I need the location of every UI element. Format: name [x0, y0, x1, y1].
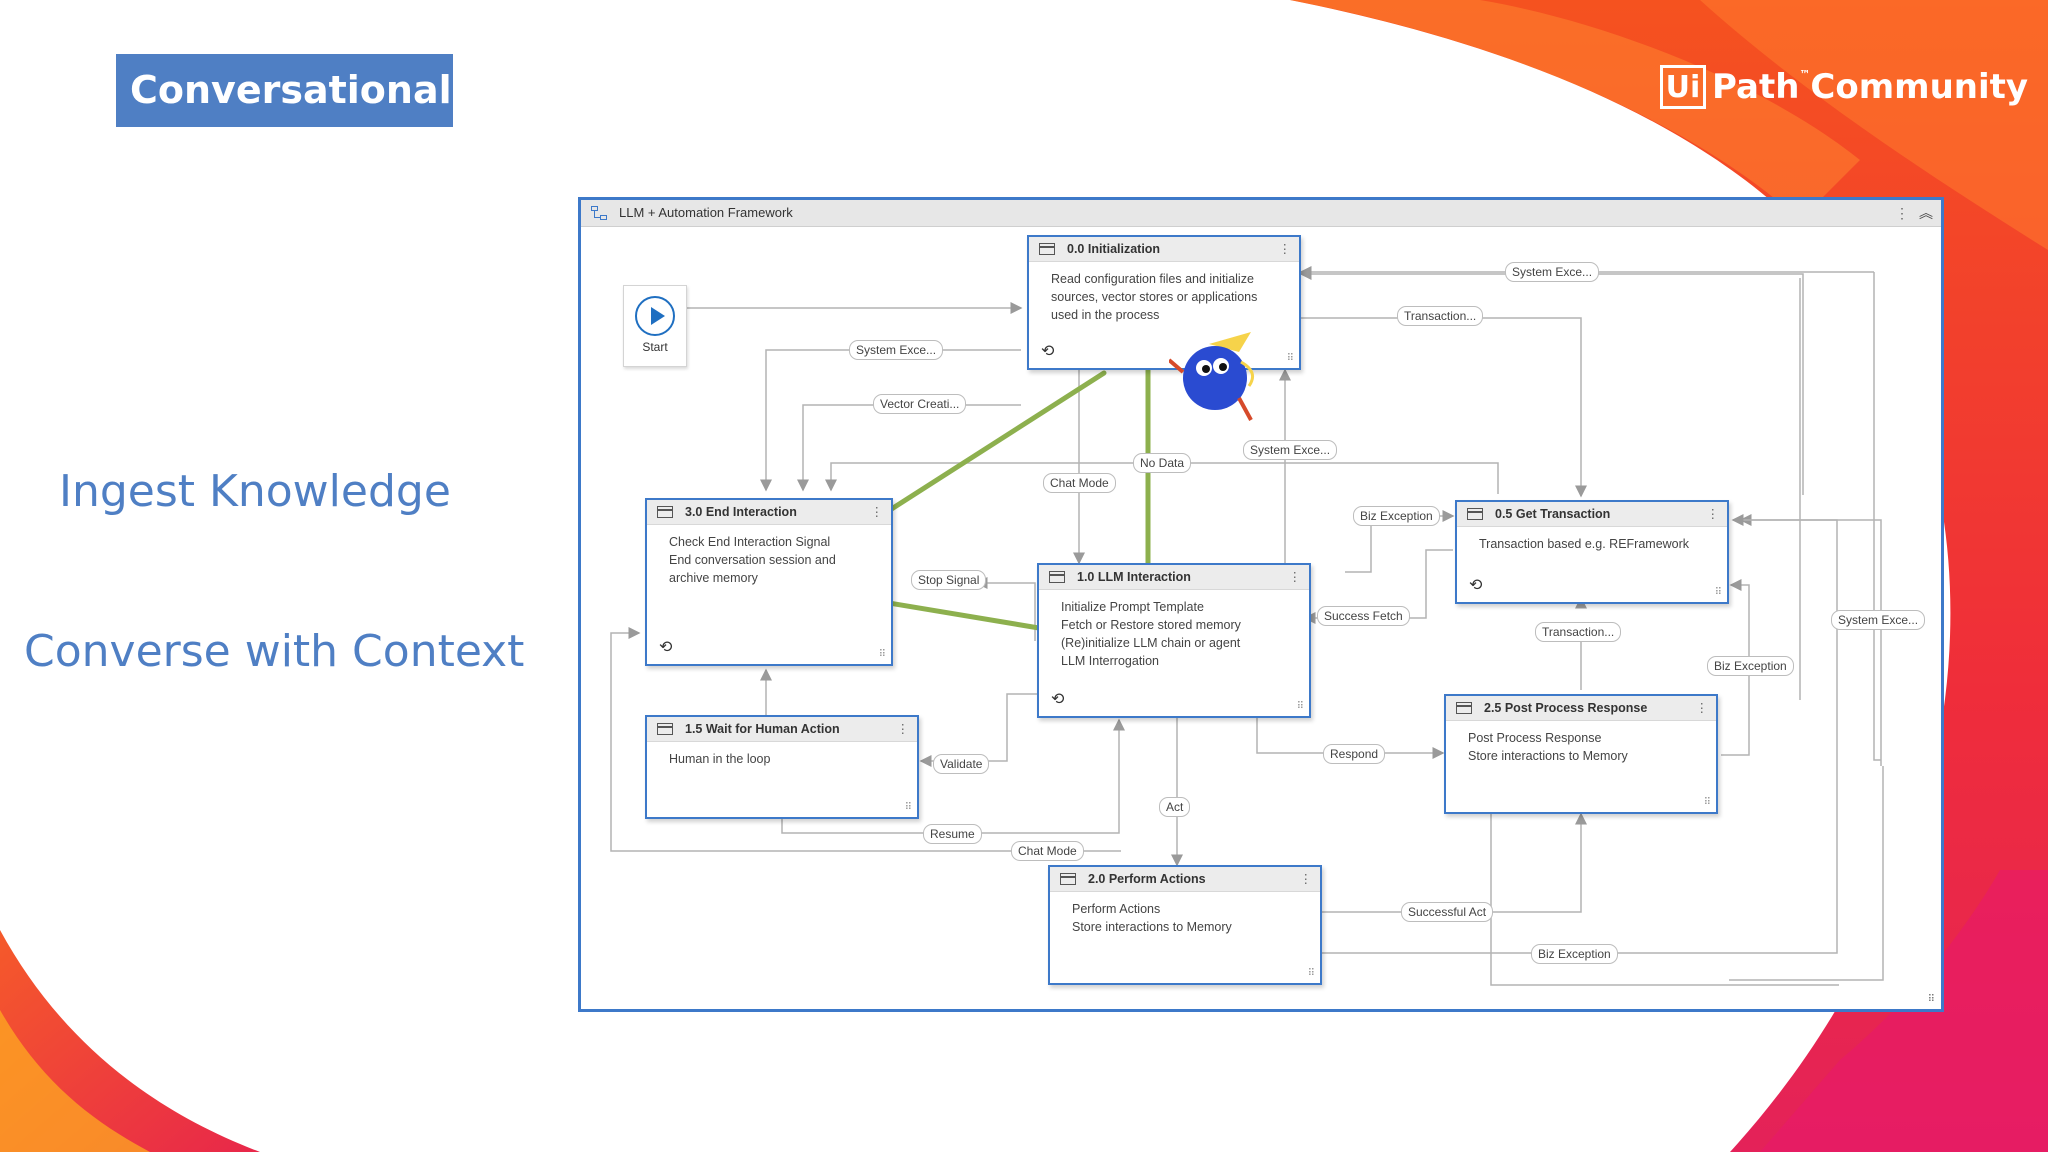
converse-context-text: Converse with Context: [24, 626, 525, 677]
edge-label[interactable]: Act: [1159, 797, 1191, 817]
node-initialization[interactable]: 0.0 Initialization ⋮ Read configuration f…: [1027, 235, 1301, 370]
node-title: 1.0 LLM Interaction: [1077, 570, 1191, 584]
node-desc-line: Read configuration files and initialize: [1051, 272, 1254, 286]
more-icon[interactable]: ⋮: [1706, 507, 1720, 521]
node-title: 2.5 Post Process Response: [1484, 701, 1648, 715]
workflow-icon: [1456, 702, 1472, 714]
start-label: Start: [642, 340, 668, 354]
workflow-diagram: LLM + Automation Framework ⋮ ︽: [578, 197, 1944, 1012]
node-desc-line: Initialize Prompt Template: [1061, 600, 1204, 614]
node-llm-interaction[interactable]: 1.0 LLM Interaction ⋮ Initialize Prompt T…: [1037, 563, 1311, 718]
diagram-header: LLM + Automation Framework ⋮ ︽: [581, 200, 1941, 227]
edge-label[interactable]: Chat Mode: [1043, 473, 1116, 493]
node-title: 0.5 Get Transaction: [1495, 507, 1611, 521]
more-options-icon[interactable]: ⋮: [1895, 205, 1909, 221]
logo-text-community: Community: [1810, 67, 2029, 107]
edge-label[interactable]: Biz Exception: [1531, 944, 1618, 964]
node-desc-line: Store interactions to Memory: [1072, 920, 1232, 934]
canvas-resize-icon[interactable]: ⠿: [1927, 994, 1935, 1005]
more-icon[interactable]: ⋮: [1695, 701, 1709, 715]
logo-text: Path: [1712, 67, 1800, 107]
resize-grip-icon[interactable]: ⠿: [878, 649, 886, 660]
robot-mascot-icon: [1169, 332, 1255, 421]
node-title: 0.0 Initialization: [1067, 242, 1161, 256]
more-icon[interactable]: ⋮: [896, 722, 910, 736]
more-icon[interactable]: ⋮: [1288, 570, 1302, 584]
loop-icon: ⟲: [1051, 691, 1065, 708]
more-icon[interactable]: ⋮: [1278, 242, 1292, 256]
edge-label[interactable]: Resume: [923, 824, 982, 844]
node-desc-line: Perform Actions: [1072, 902, 1161, 916]
logo-trademark: ™: [1799, 68, 1811, 81]
node-desc-line: archive memory: [669, 571, 758, 585]
ingest-knowledge-text: Ingest Knowledge: [59, 466, 451, 517]
flowchart-icon: [591, 206, 607, 220]
node-post-process-response[interactable]: 2.5 Post Process Response ⋮ Post Process …: [1444, 694, 1718, 814]
resize-grip-icon[interactable]: ⠿: [1714, 587, 1722, 598]
node-desc-line: Fetch or Restore stored memory: [1061, 618, 1241, 632]
edge-label[interactable]: System Exce...: [1505, 262, 1600, 282]
edge-label[interactable]: Success Fetch: [1317, 606, 1410, 626]
edge-label[interactable]: No Data: [1133, 453, 1192, 473]
edge-label[interactable]: System Exce...: [1831, 610, 1926, 630]
node-desc-line: Store interactions to Memory: [1468, 749, 1628, 763]
edge-label[interactable]: Successful Act: [1401, 902, 1494, 922]
logo-mark: Ui: [1660, 65, 1706, 109]
edge-label[interactable]: Transaction...: [1535, 622, 1622, 642]
node-wait-human-action[interactable]: 1.5 Wait for Human Action ⋮ Human in the …: [645, 715, 919, 819]
node-end-interaction[interactable]: 3.0 End Interaction ⋮ Check End Interacti…: [645, 498, 893, 666]
loop-icon: ⟲: [659, 639, 673, 656]
loop-icon: ⟲: [1041, 343, 1055, 360]
node-title: 3.0 End Interaction: [685, 505, 797, 519]
workflow-icon: [1039, 243, 1055, 255]
node-title: 2.0 Perform Actions: [1088, 872, 1206, 886]
edge-label[interactable]: Biz Exception: [1353, 506, 1440, 526]
node-desc-line: sources, vector stores or applications: [1051, 290, 1258, 304]
resize-grip-icon[interactable]: ⠿: [904, 802, 912, 813]
more-icon[interactable]: ⋮: [1299, 872, 1313, 886]
collapse-icon[interactable]: ︽: [1919, 205, 1933, 221]
node-desc-line: End conversation session and: [669, 553, 836, 567]
node-desc-line: used in the process: [1051, 308, 1160, 322]
resize-grip-icon[interactable]: ⠿: [1296, 701, 1304, 712]
edge-label[interactable]: Stop Signal: [911, 570, 987, 590]
node-desc-line: Human in the loop: [669, 752, 771, 766]
workflow-icon: [657, 723, 673, 735]
edge-label[interactable]: Vector Creati...: [873, 394, 967, 414]
start-node[interactable]: Start: [623, 285, 687, 367]
resize-grip-icon[interactable]: ⠿: [1286, 353, 1294, 364]
node-desc-line: (Re)initialize LLM chain or agent: [1061, 636, 1241, 650]
workflow-icon: [657, 506, 673, 518]
node-title: 1.5 Wait for Human Action: [685, 722, 840, 736]
workflow-icon: [1049, 571, 1065, 583]
uipath-community-logo: Ui Path ™ Community: [1660, 62, 2028, 112]
node-desc-line: Transaction based e.g. REFramework: [1479, 537, 1690, 551]
node-desc-line: Check End Interaction Signal: [669, 535, 831, 549]
node-desc-line: Post Process Response: [1468, 731, 1602, 745]
resize-grip-icon[interactable]: ⠿: [1307, 968, 1315, 979]
edge-label[interactable]: Biz Exception: [1707, 656, 1794, 676]
edge-label[interactable]: System Exce...: [1243, 440, 1338, 460]
diagram-title: LLM + Automation Framework: [619, 205, 793, 220]
node-perform-actions[interactable]: 2.0 Perform Actions ⋮ Perform Actions Sto…: [1048, 865, 1322, 985]
node-desc-line: LLM Interrogation: [1061, 654, 1159, 668]
loop-icon: ⟲: [1469, 577, 1483, 594]
play-icon[interactable]: [635, 296, 675, 336]
edge-label[interactable]: Chat Mode: [1011, 841, 1084, 861]
edge-label[interactable]: Respond: [1323, 744, 1386, 764]
edge-label[interactable]: Validate: [933, 754, 990, 774]
edge-label[interactable]: Transaction...: [1397, 306, 1484, 326]
workflow-icon: [1467, 508, 1483, 520]
more-icon[interactable]: ⋮: [870, 505, 884, 519]
slide-title: Conversational: [116, 54, 453, 127]
edge-label[interactable]: System Exce...: [849, 340, 944, 360]
workflow-icon: [1060, 873, 1076, 885]
node-get-transaction[interactable]: 0.5 Get Transaction ⋮ Transaction based e…: [1455, 500, 1729, 604]
resize-grip-icon[interactable]: ⠿: [1703, 797, 1711, 808]
